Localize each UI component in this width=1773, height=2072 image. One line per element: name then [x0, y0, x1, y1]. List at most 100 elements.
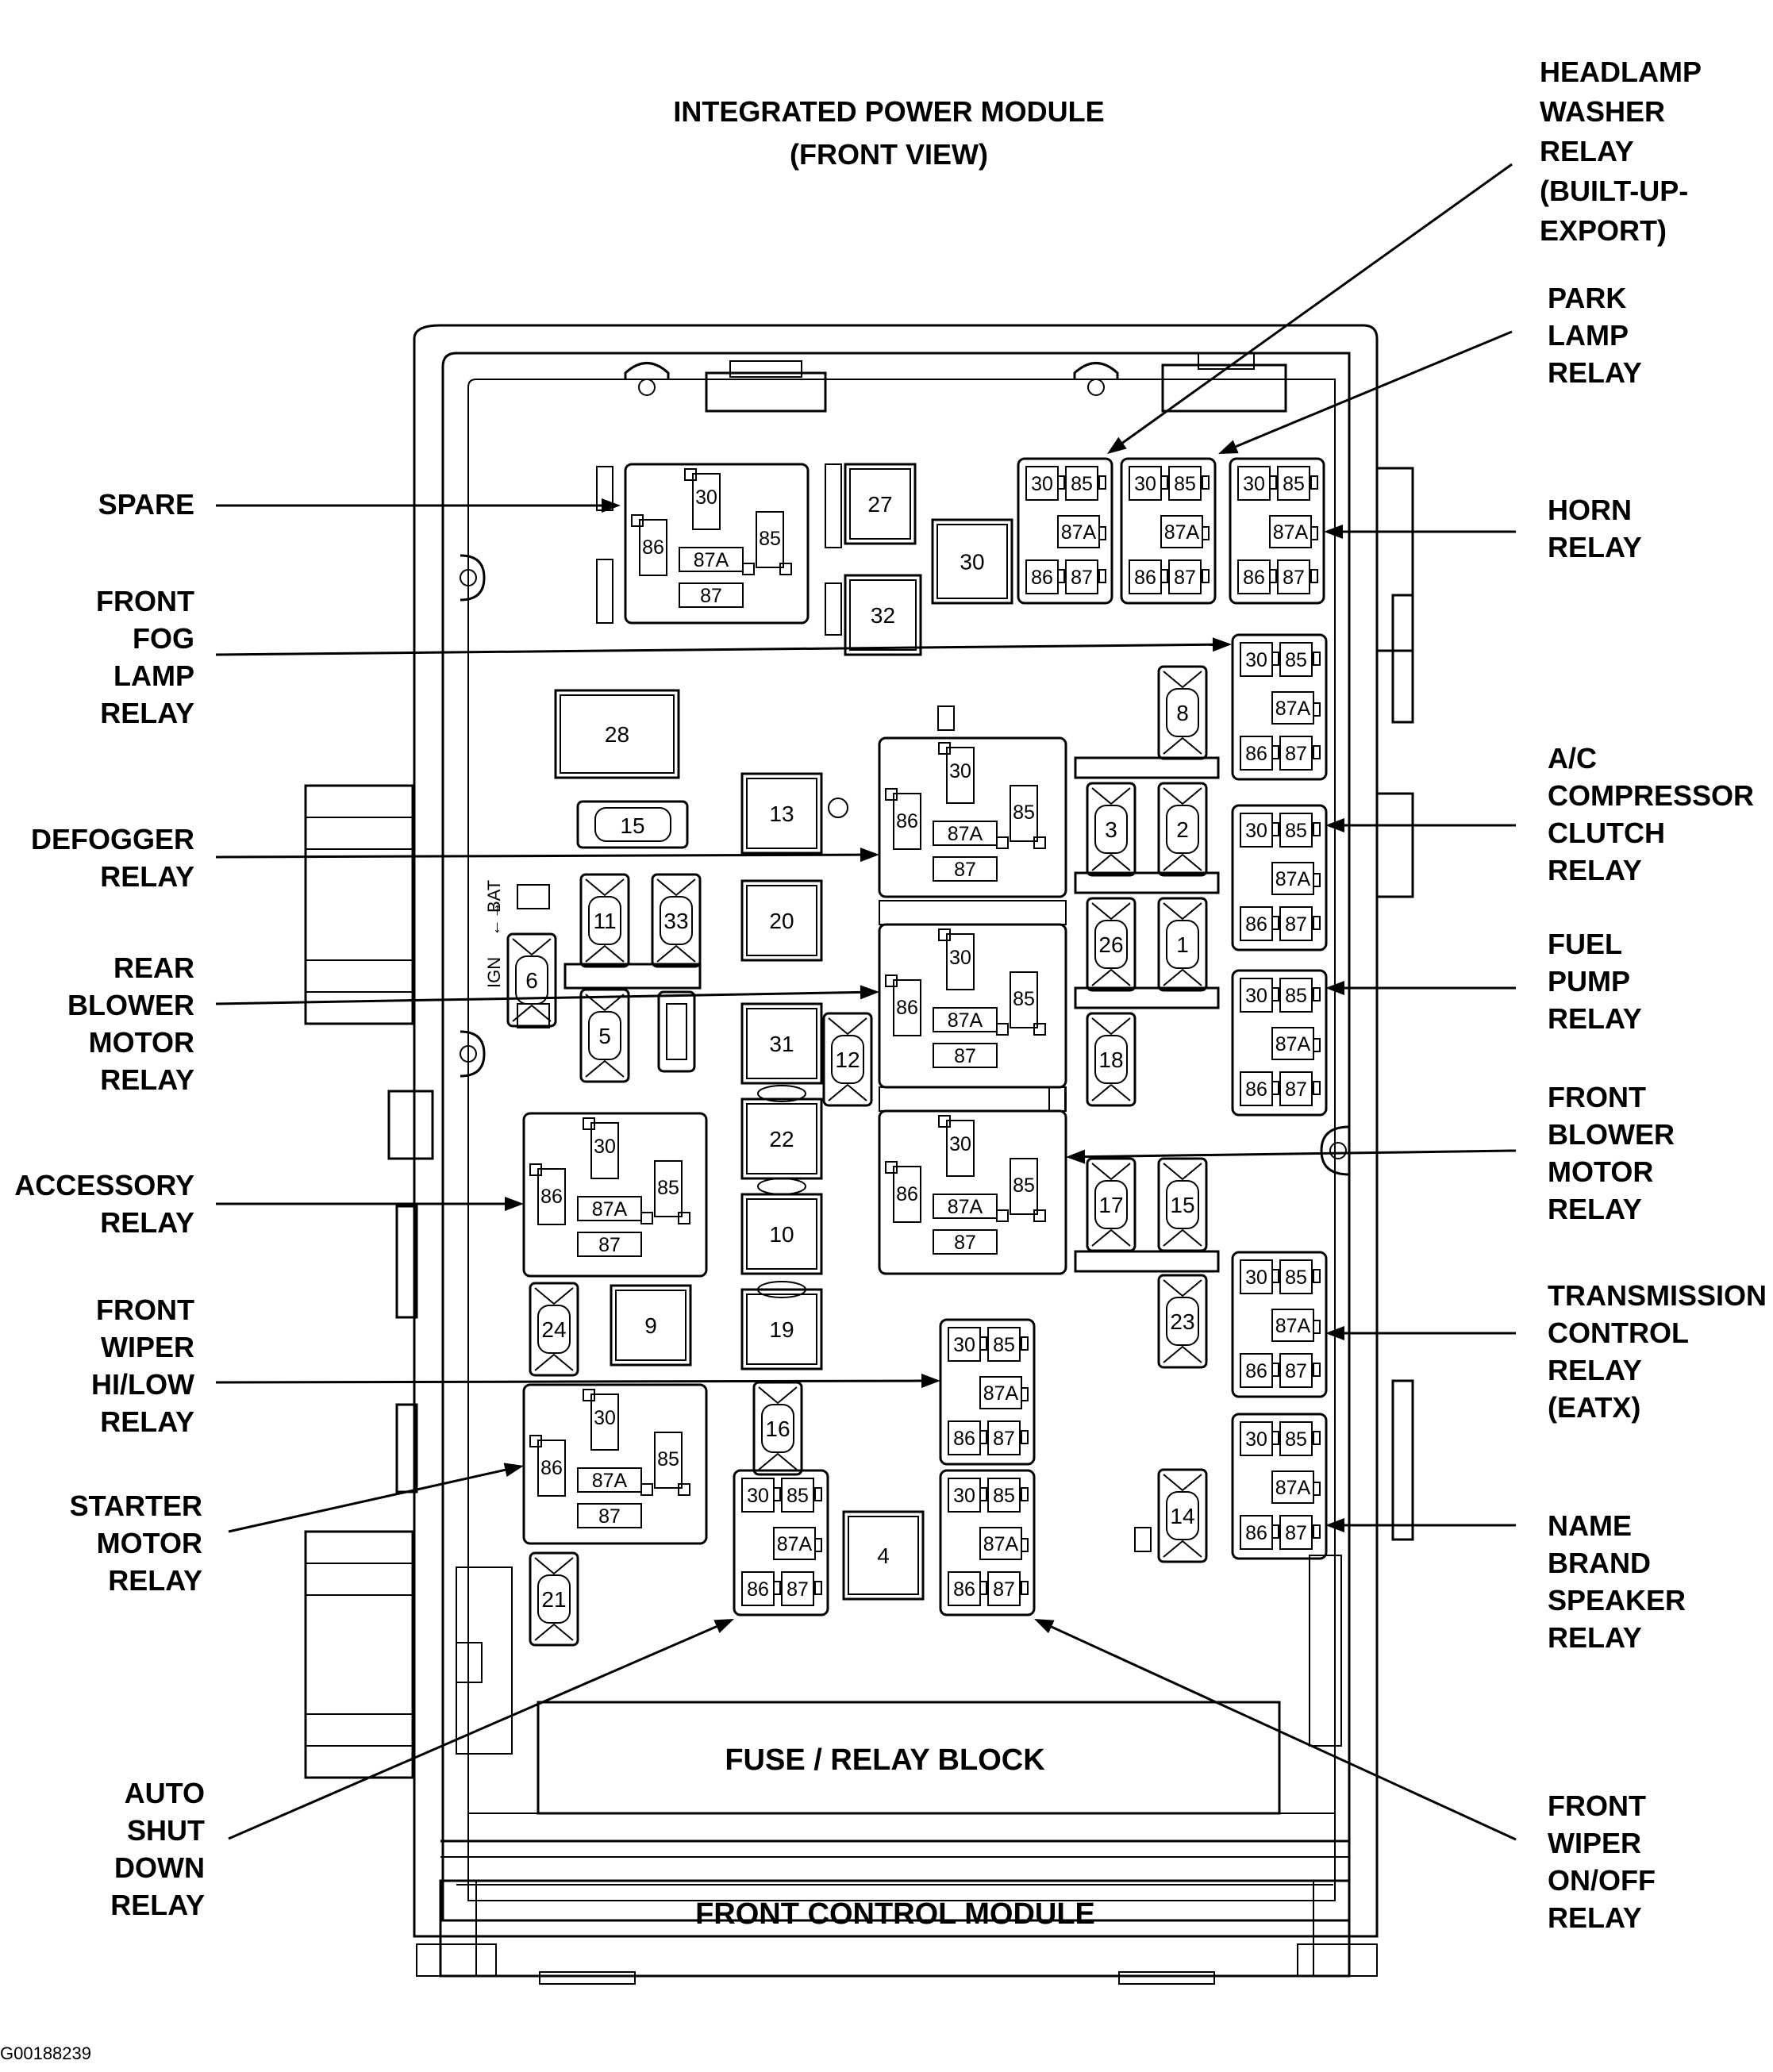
fuse-label: 5: [598, 1024, 611, 1048]
pin-87a: 87A: [948, 823, 983, 845]
label-line: RELAY: [100, 1405, 194, 1438]
fuse-3: 3: [1086, 782, 1136, 877]
ign-label: IGN: [484, 957, 504, 988]
pin-85: 85: [1071, 473, 1093, 495]
fuse-label: 19: [769, 1317, 794, 1342]
fuse-label: 23: [1170, 1309, 1194, 1334]
label-line: HORN: [1548, 494, 1632, 526]
pin-87a: 87A: [948, 1196, 983, 1218]
fuse-label: 20: [769, 909, 794, 933]
fuse-13: 13: [740, 772, 823, 855]
pin-86: 86: [1245, 1522, 1267, 1544]
pin-87a: 87A: [983, 1533, 1019, 1555]
pin-87: 87: [598, 1234, 621, 1256]
fuse-15-horizontal: 15: [576, 800, 689, 849]
label-line: RELAY: [100, 860, 194, 893]
fuse-32: 32: [844, 574, 922, 656]
ign-bat-arrow: ←→: [484, 901, 504, 936]
pin-87: 87: [1285, 743, 1307, 765]
fuse-label: 27: [867, 492, 892, 517]
pin-87: 87: [993, 1578, 1015, 1601]
pin-86: 86: [1245, 1078, 1267, 1101]
module-housing: [304, 324, 1414, 1985]
pin-30: 30: [953, 1485, 975, 1507]
leader-horn-relay: [1324, 525, 1516, 539]
pin-87: 87: [1071, 567, 1093, 589]
pin-87: 87: [700, 585, 722, 607]
pin-85: 85: [993, 1485, 1015, 1507]
pin-30: 30: [1245, 649, 1267, 671]
label-line: HEADLAMP: [1540, 56, 1702, 88]
front-control-module-label: FRONT CONTROL MODULE: [695, 1897, 1095, 1931]
label-line: RELAY: [1548, 1193, 1642, 1225]
fuse-label: 16: [765, 1417, 790, 1441]
label-line: PARK: [1548, 282, 1626, 314]
pin-87a: 87A: [1275, 698, 1311, 720]
leader-front-fog-lamp-relay: [215, 637, 1232, 656]
fuse-label: 32: [871, 603, 895, 628]
label-line: MOTOR: [89, 1026, 194, 1059]
pin-86: 86: [953, 1578, 975, 1601]
pin-85: 85: [1285, 649, 1307, 671]
leader-front-wiper-on-off-relay: [1034, 1619, 1517, 1841]
label-defogger-relay: DEFOGGER RELAY: [31, 823, 194, 893]
diagram-title-line2: (FRONT VIEW): [790, 138, 988, 171]
label-line: BRAND: [1548, 1547, 1651, 1579]
label-line: TRANSMISSION: [1548, 1279, 1767, 1312]
fuse-15: 15: [1157, 1157, 1208, 1252]
relay-front-wiper-on-off: 30 85 87A 86 87: [939, 1469, 1036, 1616]
label-line: RELAY: [100, 697, 194, 729]
pin-30: 30: [1134, 473, 1156, 495]
fuse-17: 17: [1086, 1157, 1136, 1252]
pin-87a: 87A: [1275, 1477, 1311, 1499]
fuse-33: 33: [651, 873, 702, 968]
fuse-label: 6: [525, 968, 538, 993]
leader-auto-shut-down-relay: [228, 1619, 734, 1840]
fuse-label: 14: [1170, 1504, 1194, 1528]
fuse-label: 8: [1176, 701, 1189, 725]
leader-headlamp-washer-relay: [1107, 163, 1513, 454]
callout-labels: SPAREFRONTFOGLAMPRELAYDEFOGGERRELAYREARB…: [14, 56, 1767, 1934]
pin-87a: 87A: [983, 1382, 1019, 1405]
label-line: RELAY: [1548, 1354, 1642, 1386]
leader-starter-motor-relay: [228, 1463, 524, 1533]
pin-85: 85: [993, 1334, 1015, 1356]
label-line: REAR: [113, 951, 194, 984]
label-line: LAMP: [113, 659, 194, 692]
leader-ac-compressor-clutch-relay: [1325, 818, 1516, 832]
label-line: FUEL: [1548, 928, 1622, 960]
fuse-label: 2: [1176, 817, 1189, 842]
pin-86: 86: [896, 810, 918, 832]
label-line: WASHER: [1540, 95, 1665, 128]
pin-86: 86: [896, 1183, 918, 1205]
pin-30: 30: [695, 486, 717, 509]
bat-label: BAT: [484, 880, 504, 913]
pin-86: 86: [747, 1578, 769, 1601]
pin-86: 86: [540, 1186, 563, 1208]
pin-86: 86: [642, 536, 664, 559]
label-line: DEFOGGER: [31, 823, 194, 855]
pin-86: 86: [1245, 913, 1267, 936]
pin-86: 86: [1245, 743, 1267, 765]
pin-85: 85: [787, 1485, 809, 1507]
leader-fuel-pump-relay: [1325, 981, 1516, 995]
label-line: RELAY: [110, 1889, 205, 1921]
fuse-label: 28: [605, 722, 629, 747]
fuse-label: 18: [1098, 1048, 1123, 1072]
fuse-31: 31: [740, 1002, 823, 1085]
fuse-4: 4: [842, 1510, 925, 1601]
label-line: FRONT: [96, 1294, 194, 1326]
pin-87: 87: [954, 859, 976, 881]
